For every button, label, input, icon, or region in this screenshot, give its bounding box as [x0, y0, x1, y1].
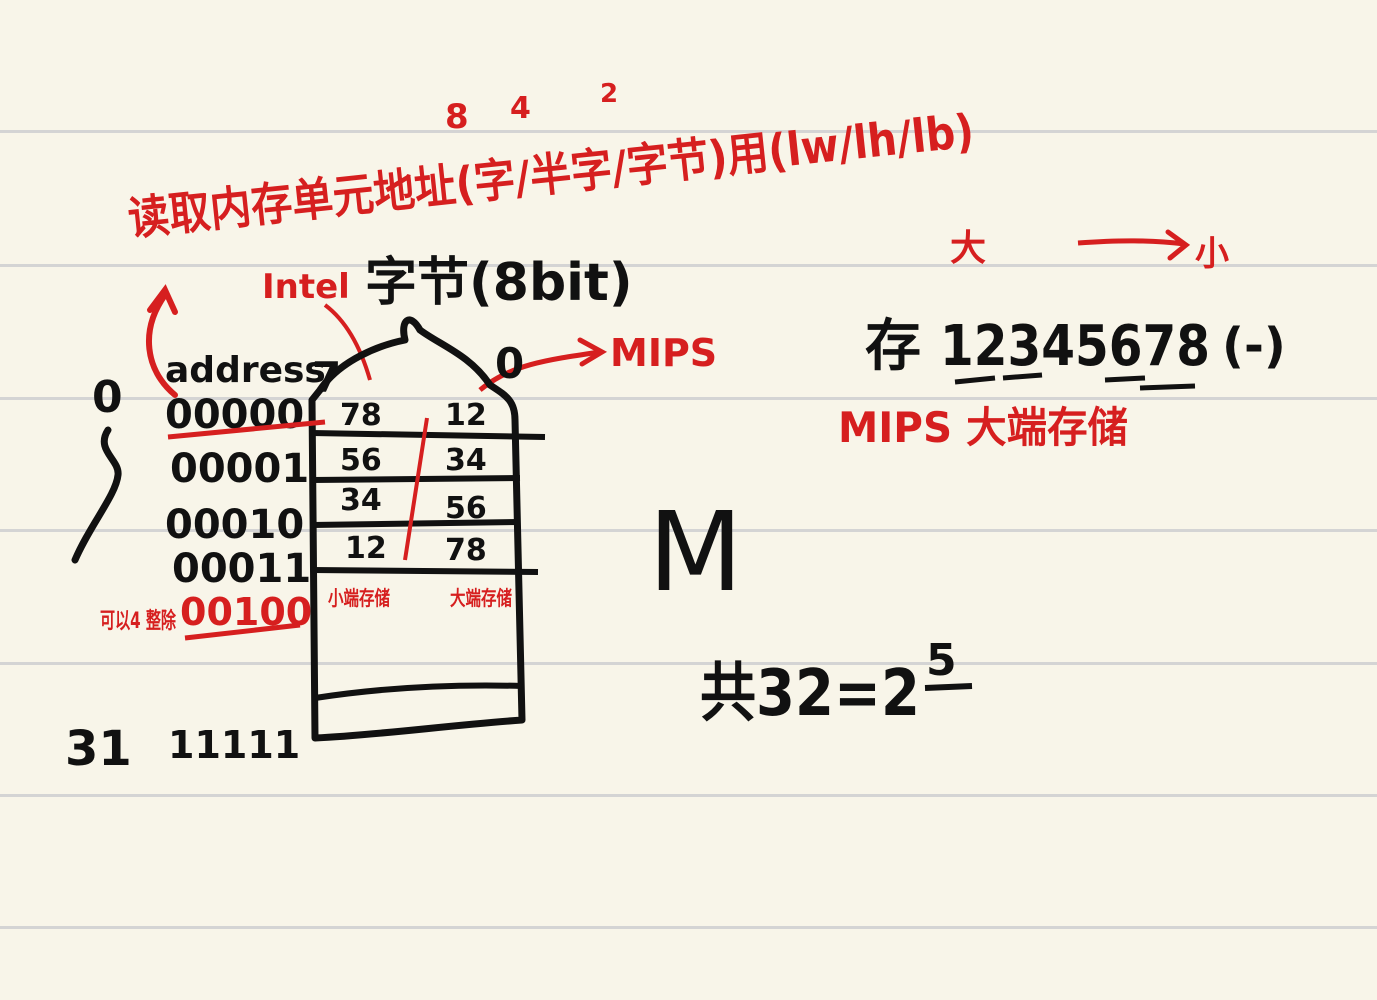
little-cell-2: 34: [340, 483, 382, 518]
little-endian-label: 小端存储: [328, 586, 390, 610]
rule-line: [0, 130, 1377, 133]
address-1: 00001: [170, 446, 309, 492]
rule-line: [0, 264, 1377, 267]
row-divider: [314, 682, 523, 701]
title-text: 读取内存单元地址(字/半字/字节)用(lw/lh/lb): [126, 103, 977, 246]
curved-arrow-icon: [146, 292, 178, 398]
row-divider: [311, 430, 546, 440]
intel-label: Intel: [262, 267, 350, 307]
digit-underline: [1104, 375, 1146, 383]
store-prefix: 存: [865, 314, 921, 379]
byte-0-label: 0: [495, 339, 524, 388]
m-symbol: M: [648, 488, 743, 616]
little-cell-3: 12: [345, 531, 387, 566]
big-cell-0: 12: [445, 398, 487, 433]
intel-pointer-line: [323, 303, 372, 381]
trailing-notation: (-): [1222, 318, 1286, 374]
address-2: 00010: [165, 502, 304, 548]
size-marker-4: 4: [510, 91, 531, 126]
small-label: 小: [1195, 234, 1229, 274]
mips-big-endian-note: MIPS 大端存储: [838, 403, 1128, 452]
address-header: address: [165, 350, 326, 391]
row-31-bits: 11111: [168, 723, 300, 767]
big-cell-1: 34: [445, 443, 487, 478]
big-label: 大: [950, 228, 986, 269]
memory-block-outline: [308, 316, 526, 742]
digit-underline: [954, 375, 996, 385]
exponent-underline: [924, 683, 973, 691]
address-3: 00011: [172, 546, 311, 592]
rule-line: [0, 926, 1377, 929]
row-divider: [311, 567, 539, 575]
size-marker-2: 2: [600, 79, 618, 109]
little-cell-0: 78: [340, 398, 382, 433]
big-to-small-arrow-icon: [1077, 238, 1186, 247]
digit-underline: [1002, 372, 1043, 381]
mips-arrow-label: MIPS: [610, 331, 717, 375]
little-cell-1: 56: [340, 443, 382, 478]
exponent: 5: [926, 635, 957, 686]
rule-line: [0, 397, 1377, 400]
address-underline: [167, 419, 326, 440]
rule-line: [0, 794, 1377, 797]
register-count: 共32=2: [700, 657, 920, 731]
big-cell-3: 78: [445, 533, 487, 568]
row-31-label: 31: [65, 721, 132, 777]
row-divider: [311, 519, 521, 528]
digit-underline: [1139, 383, 1196, 391]
column-divider: [403, 417, 429, 561]
digits-sequence: 12345678: [940, 314, 1210, 379]
zero-top: 0: [92, 372, 123, 423]
address-100-underline: [184, 622, 301, 641]
step-by-4-note: 可以4 整除: [100, 608, 177, 634]
big-cell-2: 56: [445, 491, 487, 526]
big-endian-label: 大端存储: [450, 586, 512, 610]
size-marker-8: 8: [445, 97, 469, 137]
range-bracket: [71, 426, 122, 564]
rule-line: [0, 529, 1377, 532]
byte-8bit-label: 字节(8bit): [365, 253, 633, 313]
rule-line: [0, 662, 1377, 665]
